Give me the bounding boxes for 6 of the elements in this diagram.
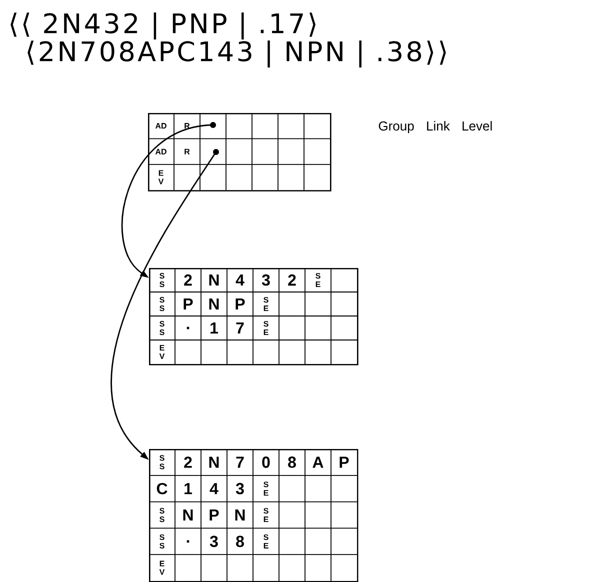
header-line: ⟨2N708APC143 | NPN | .38⟩⟩ [28,40,446,68]
grid-box: AD R AD R E V Group Link Level [148,112,492,192]
grid-box: S S 2 N 7 0 8 A P C 1 4 3 S E S S N P N S E S S . 3 8 S E E V [148,448,358,582]
grid-box: S S 2 N 4 3 2 S E S S P N P S E S S . 1 7 S E E V [148,268,358,366]
header-line: ⟨⟨ 2N432 | PNP | .17⟩ [10,12,316,40]
node-label: Group Link Level [378,121,492,134]
